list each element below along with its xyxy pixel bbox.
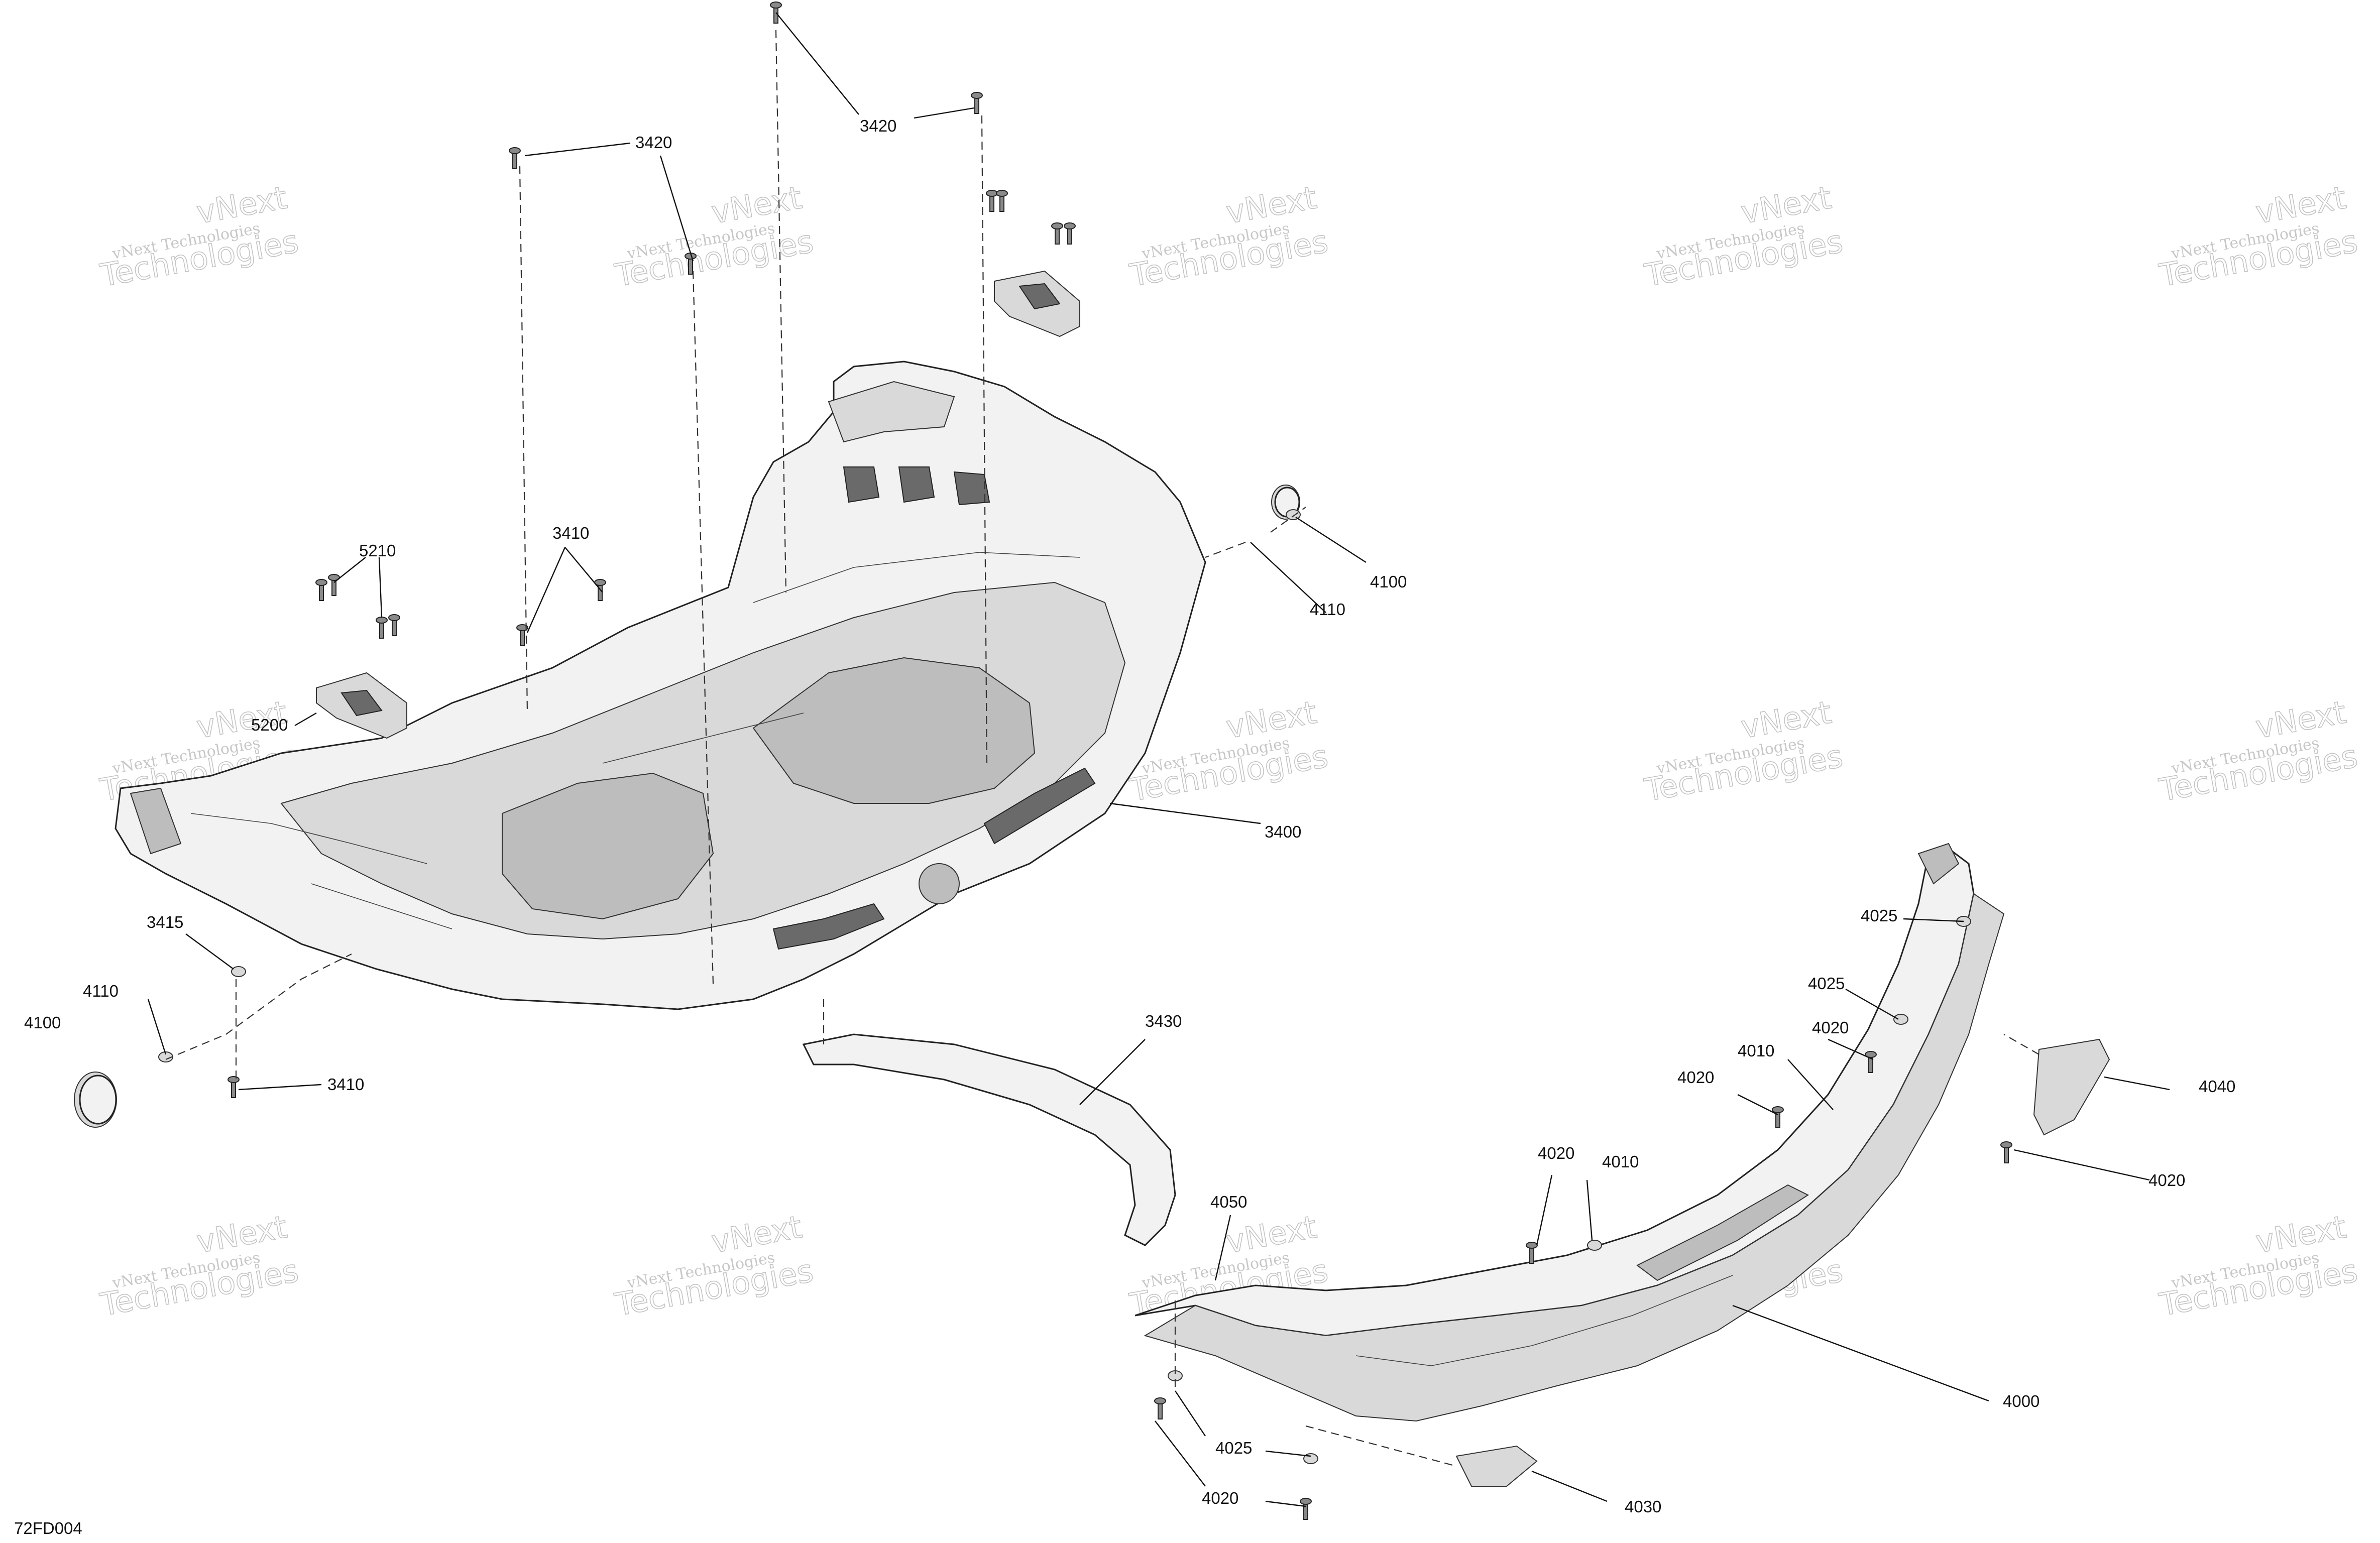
callout-4020: 4020 — [1538, 1144, 1574, 1162]
callout-4025: 4025 — [1861, 906, 1897, 925]
bracket-5200-part — [316, 672, 407, 739]
washer — [231, 966, 246, 977]
callout-4110: 4110 — [83, 982, 119, 1000]
screw — [1051, 222, 1063, 245]
callout-3430: 3430 — [1145, 1012, 1182, 1030]
screw — [1064, 222, 1076, 245]
leader-lines — [147, 12, 2170, 1507]
screw — [996, 190, 1008, 212]
callout-3410: 3410 — [327, 1075, 364, 1094]
callout-5210: 5210 — [359, 541, 396, 560]
callout-4010: 4010 — [1602, 1152, 1639, 1171]
callout-3420: 3420 — [860, 116, 896, 135]
callout-3420: 3420 — [635, 133, 672, 152]
callout-4030: 4030 — [1625, 1497, 1661, 1516]
callout-4040: 4040 — [2199, 1077, 2235, 1096]
callout-4020: 4020 — [1202, 1489, 1238, 1507]
screw — [376, 617, 388, 639]
callout-3400: 3400 — [1265, 822, 1301, 841]
skid-plate-part — [115, 361, 1206, 1010]
screw — [1526, 1242, 1538, 1264]
screw — [315, 579, 327, 601]
insert-4030-part — [1455, 1445, 1538, 1487]
washer — [1893, 1014, 1908, 1025]
screw — [986, 190, 998, 212]
screw — [516, 624, 528, 646]
callout-3410: 3410 — [552, 524, 589, 542]
screw — [1772, 1106, 1784, 1128]
diagram-code: 72FD004 — [14, 1519, 82, 1537]
screw — [388, 614, 400, 636]
callout-4010: 4010 — [1738, 1041, 1774, 1060]
assembly-lines — [165, 30, 2039, 1467]
screw — [509, 147, 521, 169]
screw — [1865, 1051, 1877, 1073]
callout-4100: 4100 — [24, 1013, 61, 1032]
strap-3430-part — [802, 1033, 1176, 1246]
screw — [228, 1076, 240, 1098]
callout-4020: 4020 — [1812, 1018, 1849, 1037]
insert-4040-part — [2033, 1038, 2110, 1136]
screw — [328, 574, 340, 596]
callout-4110: 4110 — [1310, 600, 1345, 619]
callout-5200: 5200 — [251, 716, 288, 734]
callout-4050: 4050 — [1210, 1193, 1247, 1211]
callout-3415: 3415 — [147, 913, 183, 931]
bracket-part — [994, 270, 1080, 337]
screw — [2000, 1141, 2012, 1163]
callout-4020: 4020 — [1677, 1068, 1714, 1087]
washer — [1587, 1240, 1602, 1251]
callout-4020: 4020 — [2148, 1171, 2185, 1190]
callout-4025: 4025 — [1215, 1439, 1252, 1457]
screw — [971, 92, 983, 114]
callout-labels: 3420 3420 3410 3410 5210 5200 3400 3415 … — [14, 116, 2235, 1537]
front-bumper-part — [1135, 843, 2005, 1422]
screw — [1300, 1498, 1312, 1520]
callout-4025: 4025 — [1808, 974, 1845, 993]
callout-4100: 4100 — [1370, 572, 1407, 591]
cap-4100-left — [74, 1072, 117, 1128]
screw — [1154, 1397, 1166, 1419]
callout-4000: 4000 — [2003, 1392, 2039, 1410]
